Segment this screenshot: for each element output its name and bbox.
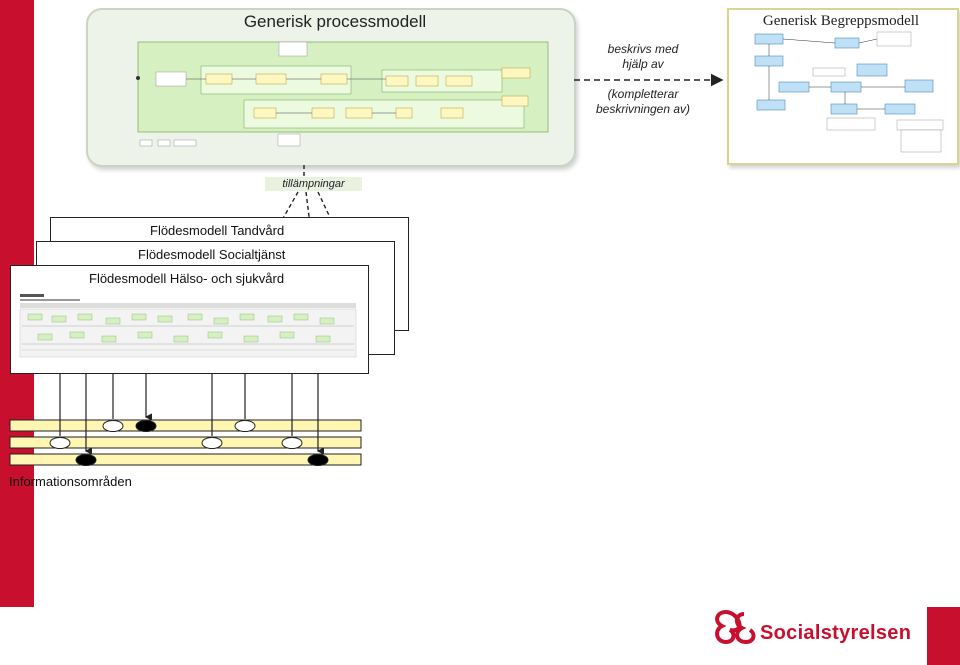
relation-text-line1: beskrivs med xyxy=(607,42,679,56)
info-node xyxy=(234,420,256,432)
concept-model-thumbnail xyxy=(754,31,944,153)
info-band-2 xyxy=(9,436,362,449)
info-node xyxy=(49,437,71,449)
relation-text-line4: beskrivningen av) xyxy=(595,102,691,116)
relation-text-line2: hjälp av xyxy=(622,57,664,71)
concept-model-title: Generisk Begreppsmodell xyxy=(762,13,920,29)
socialstyrelsen-logo-mark xyxy=(715,609,756,645)
information-areas xyxy=(9,373,362,466)
application-arrow-2 xyxy=(305,191,317,242)
applications-label: tillämpningar xyxy=(265,177,362,191)
information-areas-label: Informationsområden xyxy=(9,474,132,489)
info-node xyxy=(135,420,157,432)
info-band-3 xyxy=(9,453,362,466)
flow-title-halso-sjukvard: Flödesmodell Hälso- och sjukvård xyxy=(89,271,285,286)
relation-text-line3: (kompletterar xyxy=(607,87,679,101)
brand-corner-block xyxy=(927,607,960,665)
info-band-1 xyxy=(9,419,362,432)
info-node xyxy=(201,437,223,449)
process-model-title: Generisk processmodell xyxy=(243,12,427,31)
info-node xyxy=(281,437,303,449)
info-node xyxy=(75,454,97,466)
info-node xyxy=(102,420,124,432)
flow-title-tandvard: Flödesmodell Tandvård xyxy=(150,223,285,238)
info-node xyxy=(307,454,329,466)
flow-title-socialtjanst: Flödesmodell Socialtjänst xyxy=(138,247,286,262)
process-model-thumbnail xyxy=(136,41,549,147)
socialstyrelsen-logo-text: Socialstyrelsen xyxy=(760,622,912,644)
flow-model-thumbnail xyxy=(19,294,357,358)
